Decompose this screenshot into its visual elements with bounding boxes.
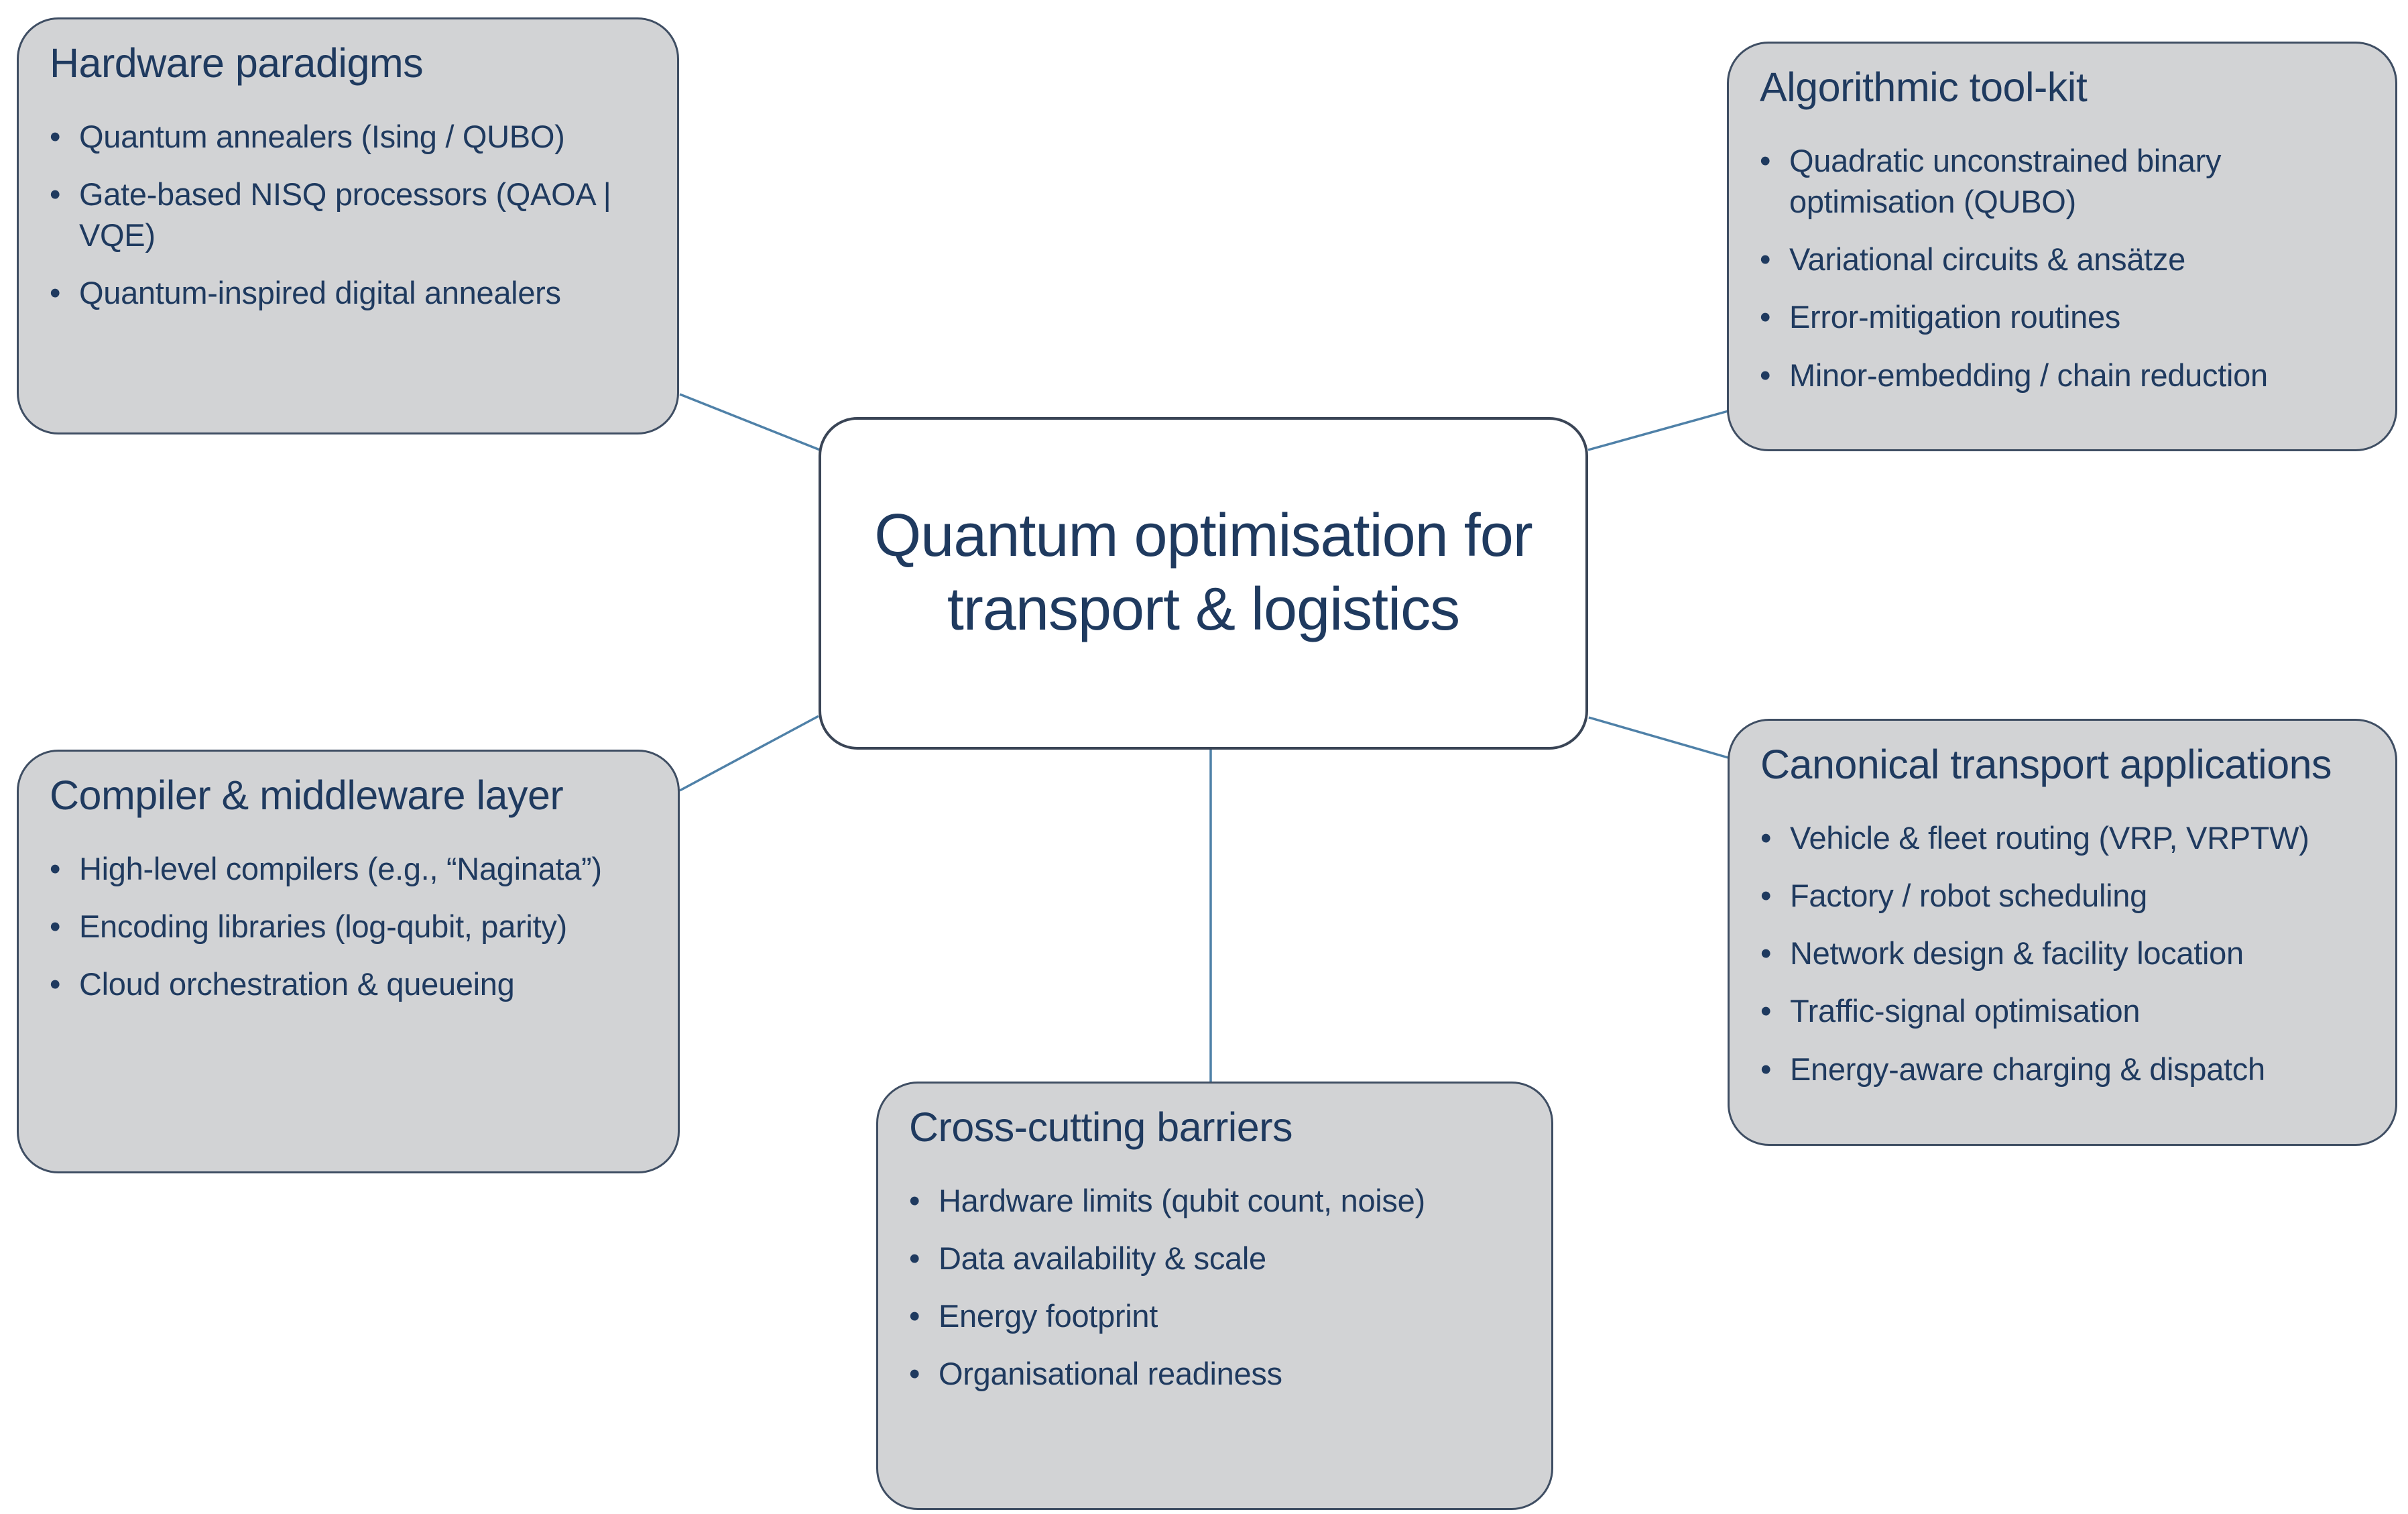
bullet-text: Data availability & scale [939, 1240, 1266, 1277]
bullet-marker: • [1760, 1051, 1772, 1087]
bullet-marker: • [50, 909, 61, 945]
bullet-text: Error-mitigation routines [1789, 299, 2121, 335]
bullet-text: Network design & facility location [1790, 935, 2244, 972]
bullet-item: • Quantum annealers (Ising / QUBO) [50, 116, 661, 157]
diagram-title: Quantum optimisation for transport & log… [874, 502, 1532, 643]
bullet-marker: • [1760, 878, 1772, 914]
bullet-marker: • [1760, 357, 1771, 393]
node-compiler-middleware: Compiler & middleware layer • High-level… [17, 750, 680, 1173]
bullet-text: Organisational readiness [939, 1356, 1282, 1392]
bullet-item: • Network design & facility location [1760, 933, 2379, 974]
node-canonical-applications: Canonical transport applications • Vehic… [1728, 719, 2397, 1146]
bullet-marker: • [909, 1298, 920, 1334]
node-title: Algorithmic tool-kit [1760, 64, 2088, 110]
bullet-item: • Energy-aware charging & dispatch [1760, 1049, 2379, 1090]
center-node: Quantum optimisation for transport & log… [819, 417, 1588, 750]
bullet-text: Factory / robot scheduling [1790, 878, 2147, 914]
bullet-list: • Hardware limits (qubit count, noise) •… [909, 1180, 1535, 1394]
bullet-marker: • [50, 275, 61, 311]
bullet-item: • Gate-based NISQ processors (QAOA | VQE… [50, 174, 661, 255]
bullet-marker: • [909, 1356, 920, 1392]
bullet-text: Cloud orchestration & queueing [79, 966, 515, 1002]
bullet-text: Quantum-inspired digital annealers [79, 275, 561, 311]
bullet-item: • Energy footprint [909, 1295, 1535, 1336]
bullet-text: Quadratic unconstrained binary optimisat… [1789, 143, 2222, 220]
node-hardware-paradigms: Hardware paradigms • Quantum annealers (… [17, 17, 679, 434]
bullet-marker: • [1760, 935, 1772, 972]
bullet-text: Encoding libraries (log-qubit, parity) [79, 909, 567, 945]
node-title: Cross-cutting barriers [909, 1104, 1293, 1150]
bullet-item: • Vehicle & fleet routing (VRP, VRPTW) [1760, 817, 2379, 858]
connector-algorithmic-center [1587, 410, 1729, 451]
node-crosscutting-barriers: Cross-cutting barriers • Hardware limits… [876, 1082, 1553, 1510]
bullet-list: • Quadratic unconstrained binary optimis… [1760, 140, 2379, 395]
bullet-marker: • [1760, 241, 1771, 278]
bullet-item: • Variational circuits & ansätze [1760, 239, 2379, 280]
bullet-item: • Cloud orchestration & queueing [50, 964, 662, 1004]
bullet-list: • Vehicle & fleet routing (VRP, VRPTW) •… [1760, 817, 2379, 1089]
bullet-item: • Quadratic unconstrained binary optimis… [1760, 140, 2379, 222]
bullet-marker: • [50, 966, 61, 1002]
bullet-item: • Encoding libraries (log-qubit, parity) [50, 906, 662, 947]
bullet-text: High-level compilers (e.g., “Naginata”) [79, 851, 602, 887]
bullet-text: Hardware limits (qubit count, noise) [939, 1183, 1425, 1219]
bullet-text: Minor-embedding / chain reduction [1789, 357, 2268, 393]
bullet-item: • Error-mitigation routines [1760, 296, 2379, 337]
bullet-marker: • [909, 1240, 920, 1277]
bullet-item: • Traffic-signal optimisation [1760, 990, 2379, 1031]
bullet-item: • Hardware limits (qubit count, noise) [909, 1180, 1535, 1221]
bullet-item: • Quantum-inspired digital annealers [50, 272, 661, 313]
bullet-item: • Minor-embedding / chain reduction [1760, 355, 2379, 396]
bullet-item: • Data availability & scale [909, 1238, 1535, 1279]
node-title: Hardware paradigms [50, 40, 424, 86]
bullet-text: Variational circuits & ansätze [1789, 241, 2185, 278]
node-algorithmic-toolkit: Algorithmic tool-kit • Quadratic unconst… [1727, 42, 2397, 451]
bullet-item: • Organisational readiness [909, 1353, 1535, 1394]
bullet-marker: • [1760, 820, 1772, 856]
bullet-text: Vehicle & fleet routing (VRP, VRPTW) [1790, 820, 2309, 856]
bullet-text: Gate-based NISQ processors (QAOA | VQE) [79, 176, 611, 253]
bullet-marker: • [1760, 143, 1771, 179]
node-title: Canonical transport applications [1760, 742, 2332, 787]
bullet-marker: • [1760, 993, 1772, 1029]
connector-hardware-center [679, 393, 821, 451]
bullet-text: Energy-aware charging & dispatch [1790, 1051, 2265, 1087]
bullet-marker: • [909, 1183, 920, 1219]
connector-canonical-center [1588, 716, 1729, 759]
bullet-marker: • [1760, 299, 1771, 335]
node-title: Compiler & middleware layer [50, 772, 564, 818]
bullet-item: • Factory / robot scheduling [1760, 875, 2379, 916]
bullet-marker: • [50, 119, 61, 155]
bullet-list: • Quantum annealers (Ising / QUBO) • Gat… [50, 116, 661, 313]
connector-compiler-center [679, 715, 819, 792]
bullet-marker: • [50, 176, 61, 213]
bullet-list: • High-level compilers (e.g., “Naginata”… [50, 848, 662, 1004]
bullet-text: Quantum annealers (Ising / QUBO) [79, 119, 565, 155]
bullet-marker: • [50, 851, 61, 887]
bullet-item: • High-level compilers (e.g., “Naginata”… [50, 848, 662, 889]
bullet-text: Traffic-signal optimisation [1790, 993, 2141, 1029]
bullet-text: Energy footprint [939, 1298, 1158, 1334]
